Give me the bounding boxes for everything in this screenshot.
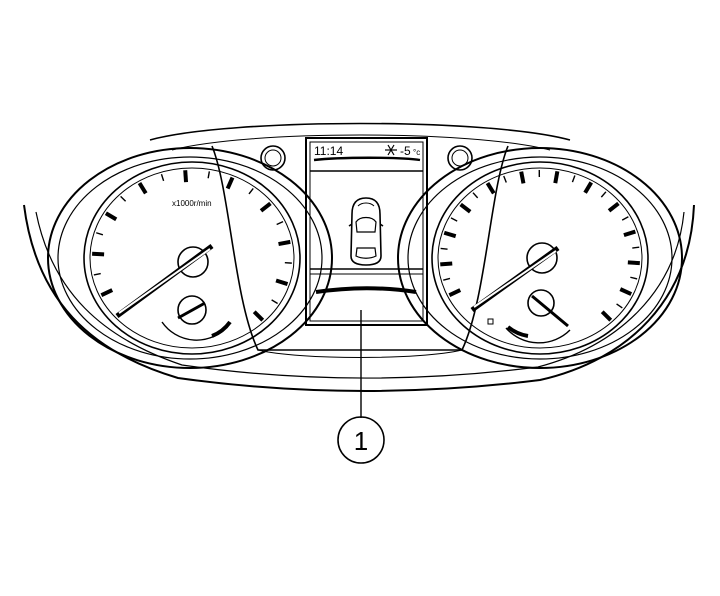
temperature-sub-gauge <box>488 290 570 343</box>
fuel-sub-gauge <box>162 296 230 340</box>
gauge-tick <box>276 281 287 285</box>
gauge-tick <box>609 203 618 210</box>
gauge-tick <box>228 178 233 189</box>
display-temperature: -5 <box>400 144 411 158</box>
gauge-tick <box>602 312 610 320</box>
gauge-tick <box>140 183 146 193</box>
gauge-tick <box>555 171 557 183</box>
gauge-tick <box>628 262 640 263</box>
information-display: 11:14 -5 °c <box>306 138 427 325</box>
gauge-tick <box>630 277 637 279</box>
gauge-tick <box>161 174 163 181</box>
gauge-tick <box>601 192 606 197</box>
gauge-tick <box>261 203 270 210</box>
gauge-tick <box>624 232 635 236</box>
gauge-tick <box>185 170 186 182</box>
vehicle-top-view-icon <box>349 198 383 265</box>
gauge-tick <box>101 290 112 295</box>
indicator-lamp-left <box>261 146 285 170</box>
gauge-tick <box>441 248 448 249</box>
gauge-tick <box>632 247 639 248</box>
speedometer-gauge <box>398 148 682 368</box>
gauge-tick <box>121 196 126 201</box>
gauge-tick <box>488 183 494 193</box>
gauge-tick <box>449 290 460 295</box>
display-temperature-unit: °c <box>413 148 420 157</box>
gauge-tick <box>277 222 283 225</box>
gauge-tick <box>440 264 452 265</box>
gauge-tick <box>208 171 209 178</box>
gauge-tick <box>279 242 291 244</box>
gauge-tick <box>521 172 523 184</box>
gauge-tick <box>451 218 457 221</box>
gauge-tick <box>94 274 101 275</box>
display-bar-indicator <box>316 288 416 292</box>
gauge-tick <box>92 254 104 255</box>
gauge-tick <box>461 204 471 211</box>
gauge-tick <box>272 300 278 304</box>
gauge-tick <box>620 289 631 294</box>
callout-1-label: 1 <box>354 426 368 456</box>
gauge-tick <box>504 176 507 183</box>
gauge-tick <box>617 304 623 308</box>
tachometer-unit-label: x1000r/min <box>172 199 212 208</box>
gauge-tick <box>585 182 591 192</box>
gauge-tick <box>444 233 455 236</box>
speedometer-needle <box>472 243 558 310</box>
callout-1: 1 <box>338 310 384 463</box>
gauge-tick <box>473 193 478 198</box>
gauge-tick <box>106 213 116 219</box>
gauge-tick <box>443 278 450 280</box>
gauge-tick <box>96 233 103 235</box>
snowflake-icon <box>385 145 397 155</box>
gauge-tick <box>249 188 253 194</box>
gauge-tick <box>622 217 628 220</box>
gauge-tick <box>254 312 262 320</box>
gauge-tick <box>572 176 574 183</box>
display-time: 11:14 <box>314 144 343 158</box>
